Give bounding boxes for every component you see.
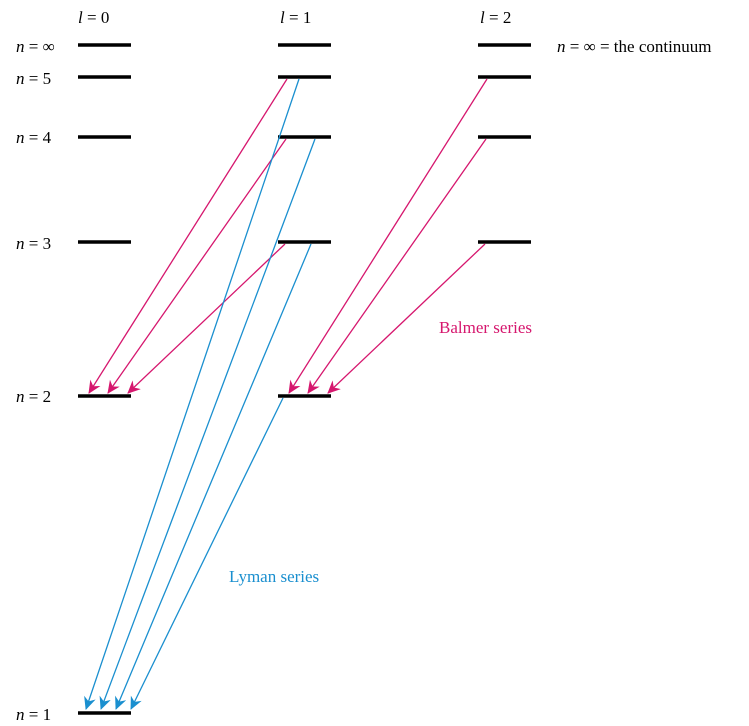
- balmer-arrow-3d-2p: [327, 243, 486, 394]
- levels-l0: [78, 43, 131, 715]
- lyman-arrow-5p-1s: [84, 78, 300, 710]
- level-label-n-inf: n = ∞: [16, 37, 55, 56]
- lyman-arrow-3p-1s: [115, 243, 312, 710]
- level-label-n5: n = 5: [16, 69, 51, 88]
- lyman-arrow-2p-1s: [130, 397, 284, 710]
- continuum-note: n = ∞ = the continuum: [557, 37, 712, 56]
- balmer-transitions: [88, 78, 488, 394]
- lyman-arrow-4p-1s: [99, 138, 316, 710]
- level-label-n3: n = 3: [16, 234, 51, 253]
- column-header-l2: l = 2: [480, 8, 511, 27]
- balmer-arrow-3p-2s: [127, 243, 286, 394]
- balmer-arrow-4p-2s: [107, 138, 287, 394]
- balmer-arrow-5d-2p: [288, 78, 488, 394]
- level-label-n4: n = 4: [16, 128, 52, 147]
- levels-l1: [278, 43, 331, 398]
- column-header-l0: l = 0: [78, 8, 109, 27]
- balmer-series-label: Balmer series: [439, 318, 532, 337]
- balmer-arrow-4d-2p: [307, 138, 487, 394]
- balmer-arrow-5p-2s: [88, 78, 288, 394]
- level-label-n1: n = 1: [16, 705, 51, 724]
- level-label-n2: n = 2: [16, 387, 51, 406]
- column-header-l1: l = 1: [280, 8, 311, 27]
- lyman-transitions: [84, 78, 316, 710]
- levels-l2: [478, 43, 531, 244]
- lyman-series-label: Lyman series: [229, 567, 319, 586]
